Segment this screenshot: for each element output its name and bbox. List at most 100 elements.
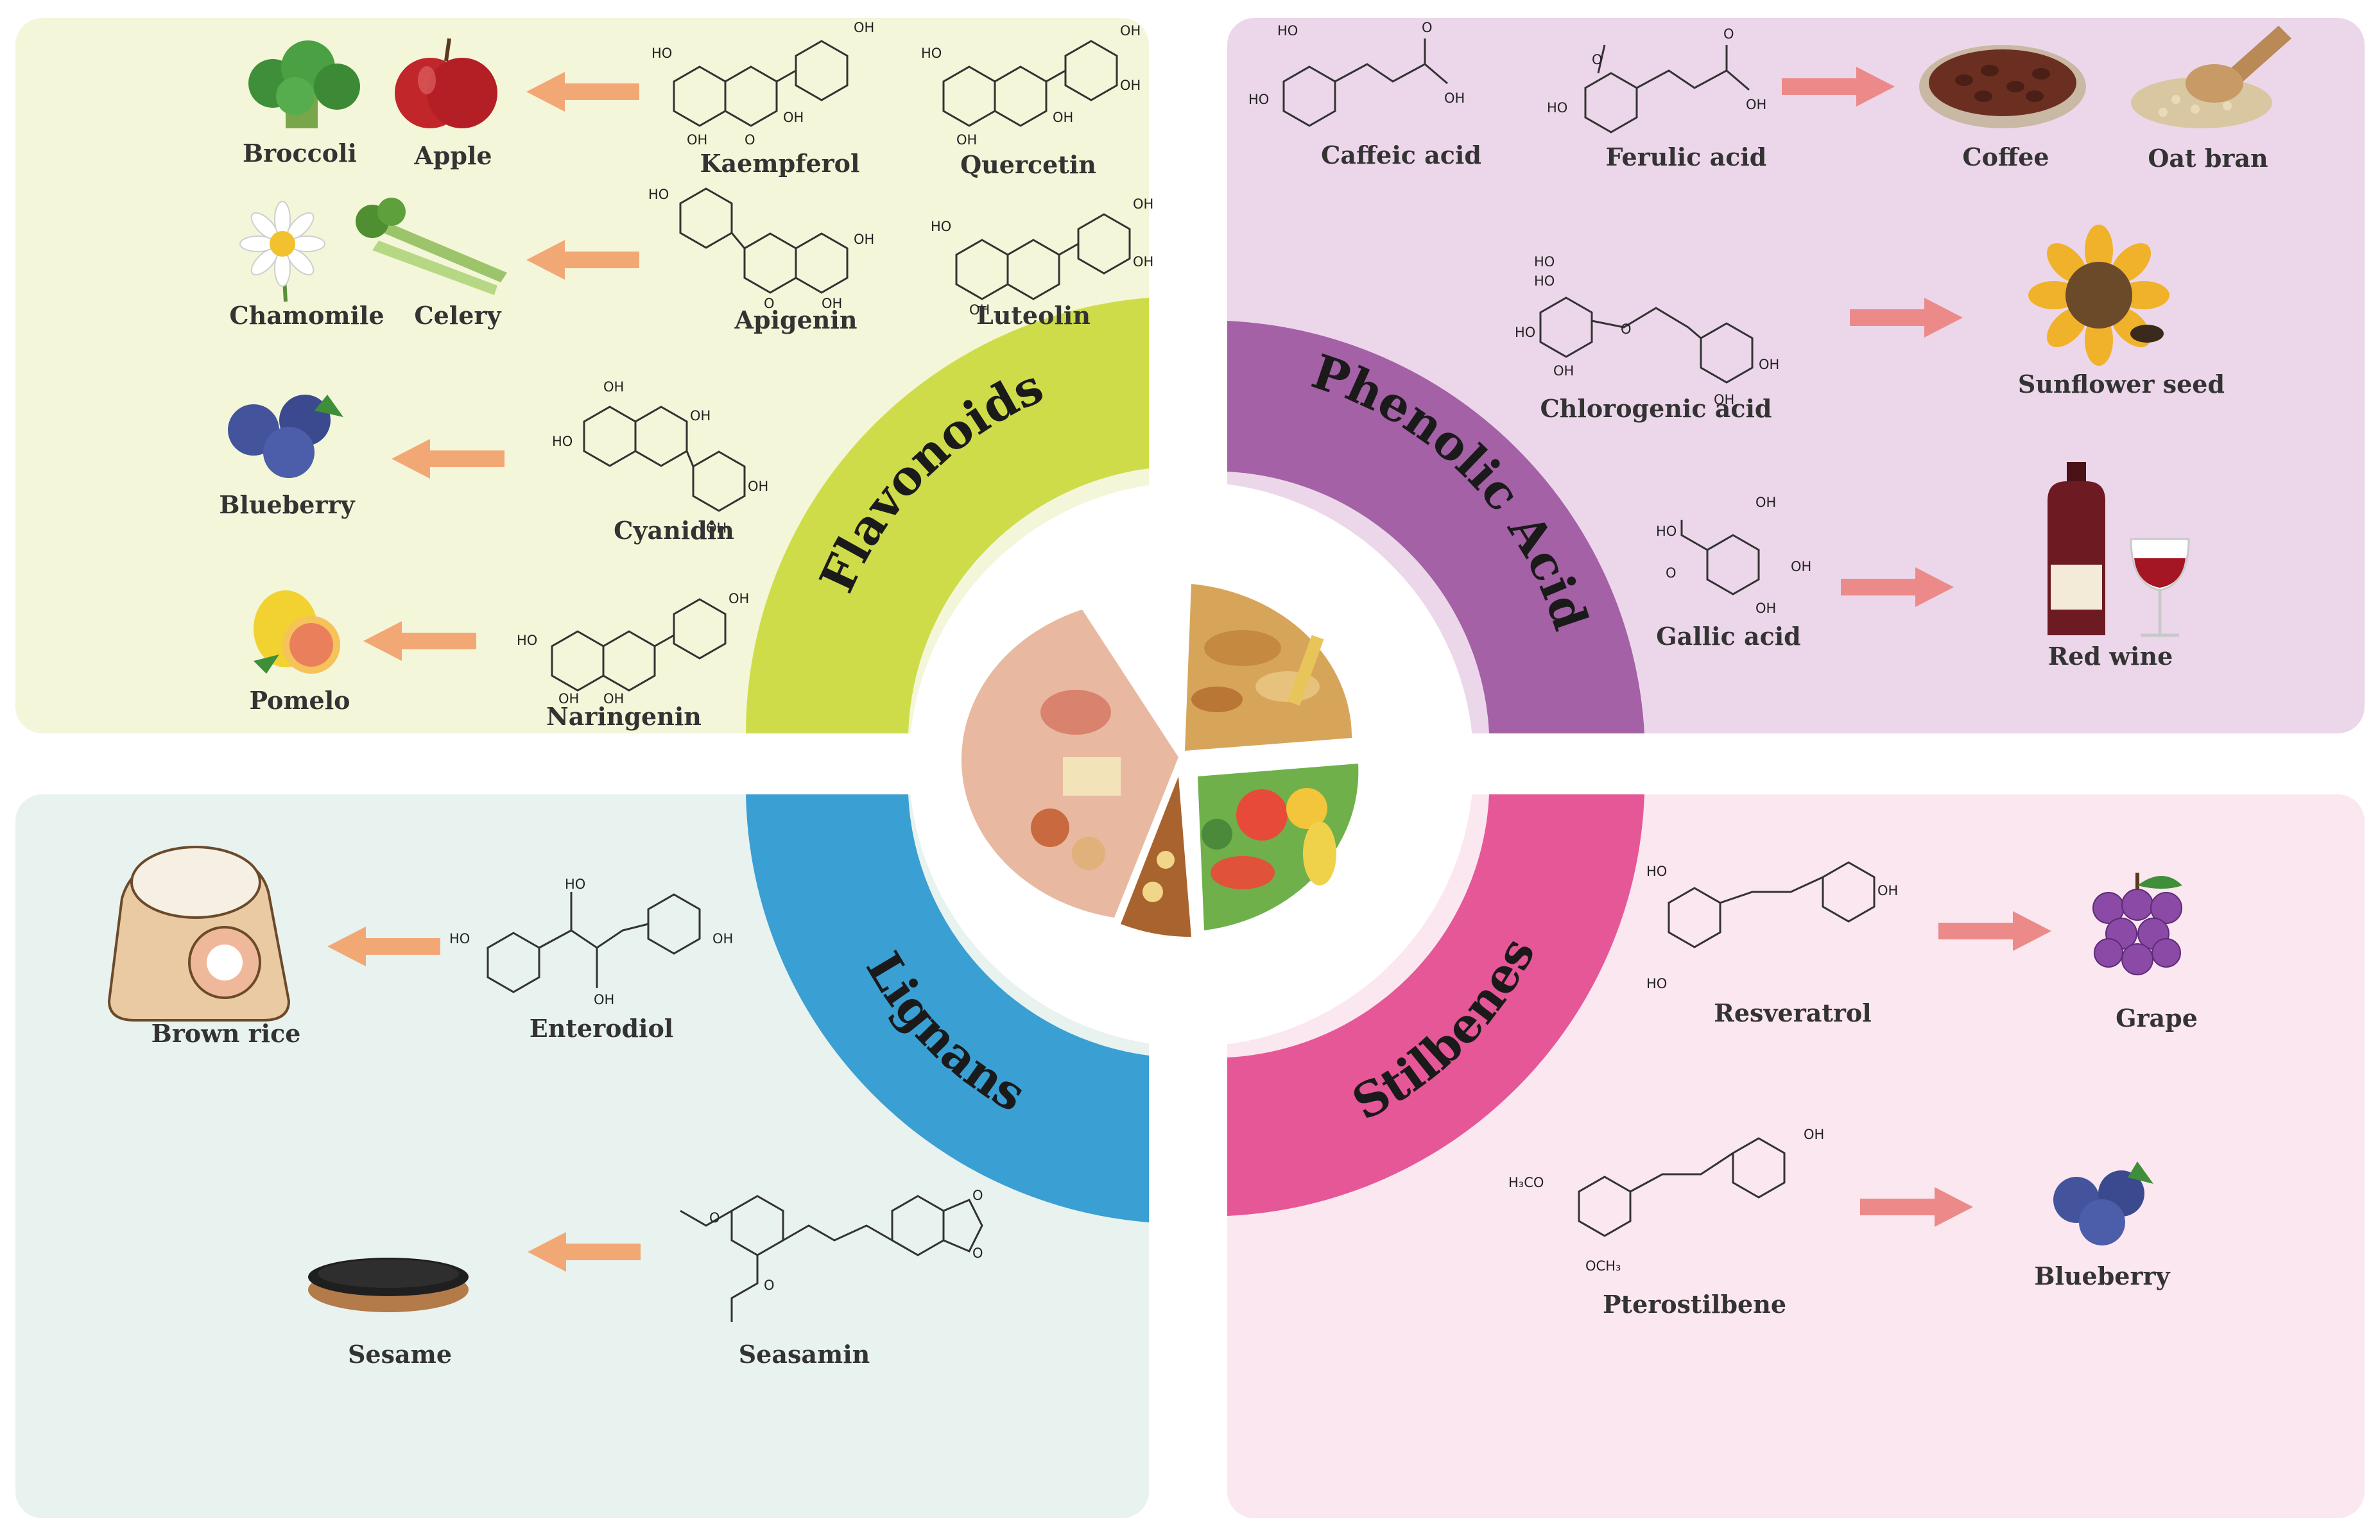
stilbenes-ring-sector xyxy=(1227,794,1644,1216)
svg-text:HO: HO xyxy=(1248,92,1269,107)
apple-icon xyxy=(395,38,497,128)
sesame-label: Sesame xyxy=(348,1340,452,1369)
sesame-icon xyxy=(308,1258,469,1312)
svg-text:OH: OH xyxy=(1120,23,1141,38)
svg-text:HO: HO xyxy=(931,219,951,234)
svg-text:O: O xyxy=(972,1188,983,1203)
cyanidin-label: Cyanidin xyxy=(614,516,734,545)
svg-text:HO: HO xyxy=(651,46,672,61)
food-plate-illustration xyxy=(961,584,1359,937)
arrow-gallic-to-redwine xyxy=(1841,567,1954,607)
phenolic-ring-sector xyxy=(1227,321,1644,733)
arrow-pterostilbene-to-blueberry xyxy=(1860,1187,1973,1227)
svg-text:O: O xyxy=(1723,26,1734,42)
kaempferol-label: Kaempferol xyxy=(700,149,860,178)
arrow-resveratrol-to-grape xyxy=(1938,911,2051,951)
luteolin-label: Luteolin xyxy=(976,301,1091,330)
svg-text:HO: HO xyxy=(517,633,537,648)
pomelo-icon xyxy=(254,590,340,674)
chlorogenic-acid-label: Chlorogenic acid xyxy=(1540,394,1772,423)
brown-rice-icon xyxy=(107,846,291,1022)
flavonoids-ring-sector xyxy=(746,298,1149,733)
blueberry-label-stilbenes: Blueberry xyxy=(2034,1262,2170,1290)
svg-text:OH: OH xyxy=(783,110,804,125)
svg-text:OH: OH xyxy=(603,691,624,706)
broccoli-icon xyxy=(248,40,360,128)
quercetin-label: Quercetin xyxy=(960,150,1096,179)
svg-text:OH: OH xyxy=(822,296,842,311)
svg-text:HO: HO xyxy=(1515,325,1535,340)
kaempferol-structure: HO OH OH OH O xyxy=(651,20,874,148)
svg-text:HO: HO xyxy=(1656,524,1677,539)
cyanidin-structure: HO OH OH OH OH xyxy=(552,379,768,536)
svg-text:H₃CO: H₃CO xyxy=(1508,1175,1544,1190)
svg-text:OH: OH xyxy=(1553,363,1574,379)
celery-label: Celery xyxy=(414,301,501,330)
svg-text:OH: OH xyxy=(854,232,874,247)
blueberry-icon-stilbenes xyxy=(2053,1161,2153,1245)
gallic-acid-structure: HO O OH OH OH xyxy=(1656,495,1811,616)
blueberry-icon xyxy=(228,395,343,478)
resveratrol-structure: HO HO OH xyxy=(1646,861,1898,991)
arrow-seasamin-to-sesame xyxy=(528,1232,641,1272)
ferulic-acid-structure: O HO O OH xyxy=(1547,26,1766,133)
svg-text:O: O xyxy=(1422,20,1433,35)
svg-text:HO: HO xyxy=(648,187,669,202)
svg-text:OH: OH xyxy=(1120,78,1141,93)
enterodiol-label: Enterodiol xyxy=(530,1014,673,1043)
svg-text:OH: OH xyxy=(1877,883,1898,898)
svg-text:OH: OH xyxy=(1755,495,1776,510)
naringenin-label: Naringenin xyxy=(546,702,702,731)
svg-text:OH: OH xyxy=(969,302,990,318)
svg-text:OH: OH xyxy=(854,20,874,35)
celery-icon xyxy=(356,198,507,295)
arrow-chlorogenic-to-sunflower xyxy=(1850,298,1963,338)
svg-text:HO: HO xyxy=(921,46,942,61)
apple-label: Apple xyxy=(413,141,492,170)
naringenin-structure: HO OH OH OH xyxy=(517,591,749,706)
oat-bran-icon xyxy=(2131,26,2291,128)
arrow-enterodiol-to-brownrice xyxy=(327,927,440,966)
pterostilbene-label: Pterostilbene xyxy=(1603,1290,1786,1319)
chamomile-label: Chamomile xyxy=(229,301,384,330)
chamomile-icon xyxy=(239,201,325,302)
svg-text:OH: OH xyxy=(706,520,727,536)
apigenin-label: Apigenin xyxy=(734,305,858,334)
grape-icon xyxy=(2092,873,2182,975)
arrows xyxy=(327,67,2051,1272)
red-wine-label: Red wine xyxy=(2048,642,2173,671)
svg-text:OH: OH xyxy=(1444,90,1465,106)
svg-text:HO: HO xyxy=(1534,254,1555,270)
svg-text:O: O xyxy=(972,1245,983,1261)
red-wine-icon xyxy=(2048,462,2190,637)
sunflower-seed-label: Sunflower seed xyxy=(2018,370,2225,398)
svg-text:O: O xyxy=(764,1278,775,1293)
svg-text:OH: OH xyxy=(1053,110,1073,125)
arrow-ferulic-to-coffee xyxy=(1782,67,1895,107)
arrow-kaempferol-to-foods xyxy=(526,72,639,112)
arrow-naringenin-to-pomelo xyxy=(363,621,476,661)
svg-text:OH: OH xyxy=(603,379,624,395)
seasamin-label: Seasamin xyxy=(739,1340,870,1369)
arrow-cyanidin-to-blueberry xyxy=(392,439,504,479)
grape-label: Grape xyxy=(2116,1004,2198,1032)
svg-text:OH: OH xyxy=(1804,1127,1824,1142)
svg-text:OH: OH xyxy=(558,691,579,706)
chlorogenic-acid-structure: HO HO HO OH O OH OH xyxy=(1515,254,1779,407)
lignans-ring-sector xyxy=(746,794,1149,1222)
luteolin-structure: HO OH OH OH xyxy=(931,196,1153,318)
blueberry-label-flavonoids: Blueberry xyxy=(219,490,355,519)
svg-text:OH: OH xyxy=(712,931,733,946)
svg-text:OH: OH xyxy=(1759,357,1779,372)
svg-text:HO: HO xyxy=(1646,864,1667,879)
svg-text:OH: OH xyxy=(748,479,768,494)
svg-text:HO: HO xyxy=(449,931,470,946)
sunflower-seed-icon xyxy=(2028,225,2169,366)
svg-text:OCH₃: OCH₃ xyxy=(1585,1258,1621,1274)
svg-text:OH: OH xyxy=(1714,392,1734,407)
center-disc xyxy=(909,482,1474,1047)
gallic-acid-label: Gallic acid xyxy=(1656,622,1801,651)
apigenin-structure: HO OH OH O xyxy=(648,187,874,311)
svg-text:HO: HO xyxy=(1646,976,1667,991)
